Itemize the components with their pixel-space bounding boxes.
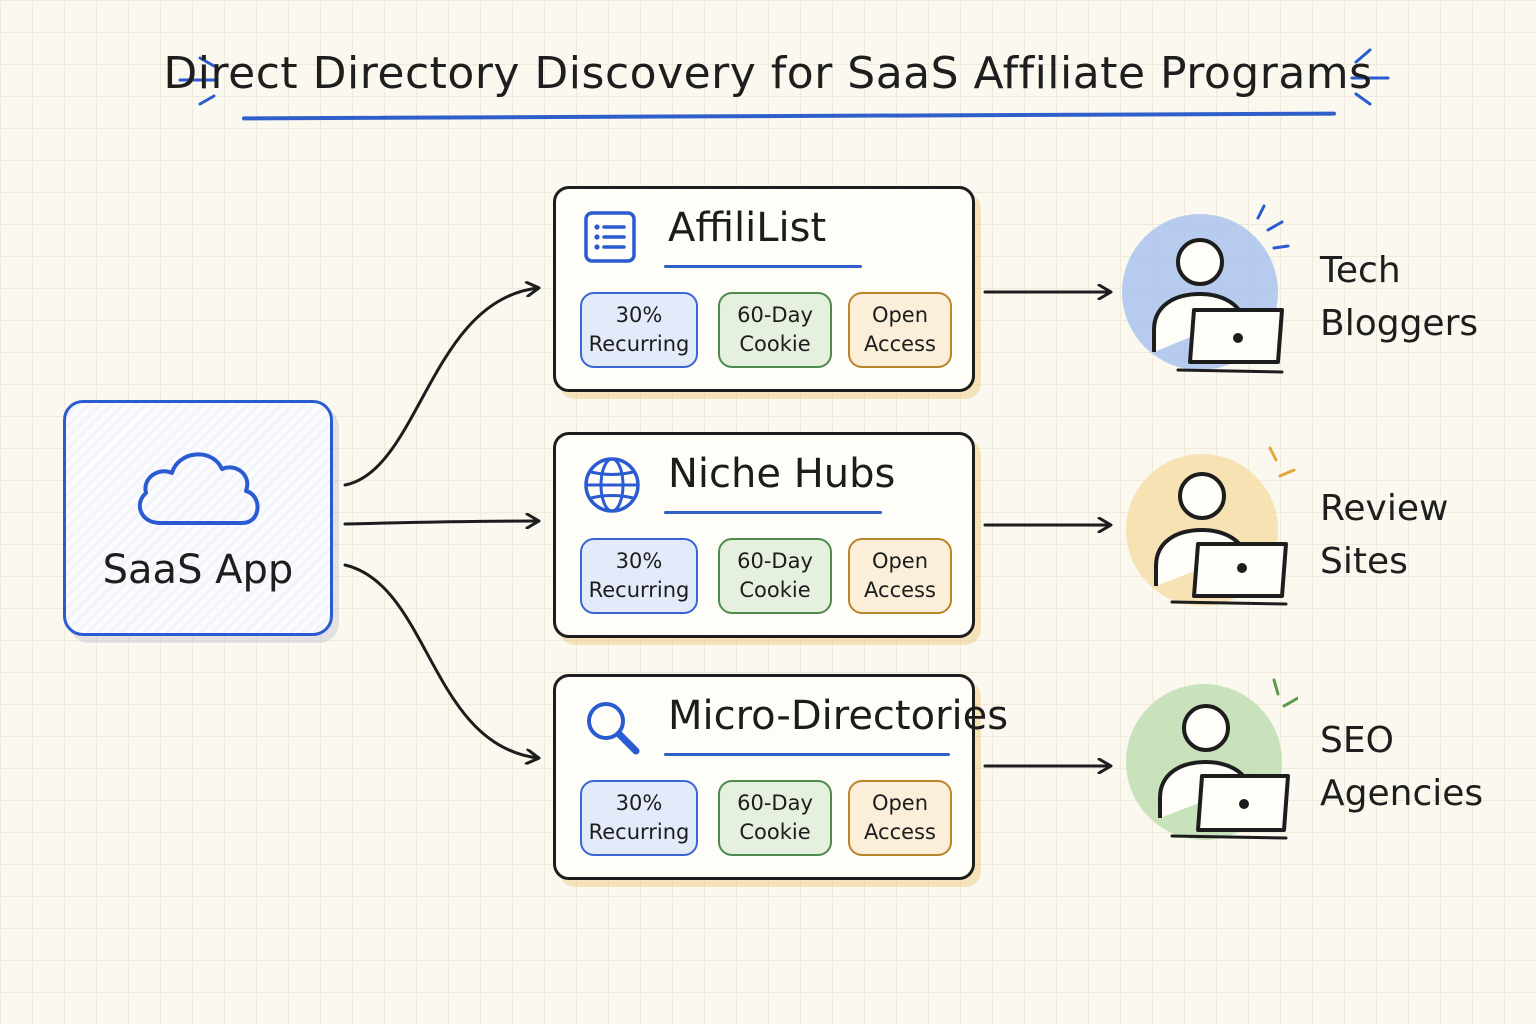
arrow-saas-to-affililist (343, 288, 538, 487)
title-accent-left-icon (178, 56, 218, 106)
directory-title-underline (664, 753, 950, 756)
badge-cookie: 60-Day Cookie (718, 538, 832, 614)
person-laptop-icon (1126, 678, 1298, 840)
diagram-title: Direct Directory Discovery for SaaS Affi… (163, 48, 1373, 99)
badge-cookie: 60-Day Cookie (718, 292, 832, 368)
badge-cookie: 60-Day Cookie (718, 780, 832, 856)
arrow-saas-to-micro-directories (343, 563, 538, 758)
directory-card-micro-directories: Micro-Directories 30% Recurring 60-Day C… (553, 674, 1008, 880)
audience-label: SEO Agencies (1320, 720, 1484, 814)
directory-card-niche-hubs: Niche Hubs 30% Recurring 60-Day Cookie O… (553, 432, 975, 638)
badge-access: Open Access (848, 780, 952, 856)
directory-title-underline (664, 265, 862, 268)
directory-title: AffiliList (668, 205, 827, 251)
badge-recurring: 30% Recurring (580, 538, 698, 614)
badge-recurring: 30% Recurring (580, 292, 698, 368)
title-accent-right-icon (1350, 48, 1390, 106)
cloud-icon (137, 452, 260, 525)
directory-title: Micro-Directories (668, 693, 1009, 739)
audience-label: Review Sites (1320, 488, 1449, 582)
person-laptop-icon (1126, 446, 1296, 606)
badge-access: Open Access (848, 538, 952, 614)
magnifier-icon (587, 702, 640, 755)
list-icon (584, 211, 636, 263)
directory-title: Niche Hubs (668, 451, 896, 497)
saas-app-label: SaaS App (102, 547, 294, 593)
audience-label: Tech Bloggers (1320, 250, 1479, 344)
arrow-saas-to-niche-hubs (343, 521, 538, 524)
directory-card-affililist: AffiliList 30% Recurring 60-Day Cookie O… (553, 186, 975, 392)
badge-access: Open Access (848, 292, 952, 368)
saas-app-node: SaaS App (63, 400, 333, 636)
directory-title-underline (664, 511, 882, 514)
person-laptop-icon (1122, 204, 1290, 374)
globe-icon (584, 457, 640, 513)
badge-recurring: 30% Recurring (580, 780, 698, 856)
